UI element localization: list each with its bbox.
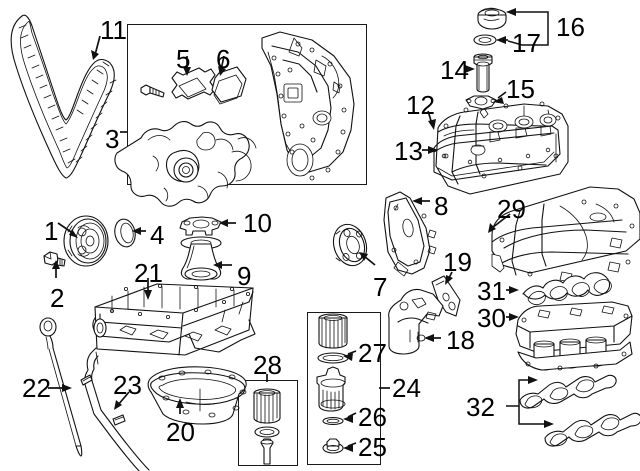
intake-manifold-gasket-art [522, 272, 612, 306]
oil-level-dipstick-art [39, 317, 83, 457]
lead-16-bracket2 [507, 29, 549, 46]
callout-4[interactable]: 4 [150, 220, 165, 250]
callout-31[interactable]: 31 [477, 276, 506, 306]
crankshaft-pulley-bolt-art [43, 251, 66, 267]
lead-26 [347, 412, 357, 418]
lead-16-bracket [512, 11, 549, 29]
callout-30[interactable]: 30 [477, 303, 506, 333]
callout-22[interactable]: 22 [22, 373, 51, 403]
callout-10[interactable]: 10 [243, 208, 272, 238]
valve-cover-art [433, 101, 569, 195]
callout-21[interactable]: 21 [134, 258, 163, 288]
callout-12[interactable]: 12 [406, 90, 435, 120]
callout-32[interactable]: 32 [466, 392, 495, 422]
upper-oil-pan-art [92, 283, 256, 356]
intake-manifold-upper-art [491, 186, 640, 287]
timing-chain-cover-plate-art [383, 191, 437, 277]
callout-28[interactable]: 28 [253, 350, 282, 380]
oil-filler-tube-gasket-art [465, 95, 497, 110]
lead-11 [94, 35, 101, 56]
oil-filter-assembly-art [316, 313, 349, 454]
callout-16[interactable]: 16 [556, 12, 585, 42]
water-pump-gasket-6-art [211, 66, 247, 105]
timing-cover-assembly-art [114, 31, 355, 207]
intake-manifold-lower-art [515, 301, 633, 371]
callout-7[interactable]: 7 [373, 272, 388, 302]
callout-3[interactable]: 3 [105, 124, 120, 154]
lead-23 [117, 391, 130, 406]
callout-5[interactable]: 5 [176, 44, 191, 74]
callout-20[interactable]: 20 [166, 417, 195, 447]
callout-14[interactable]: 14 [440, 55, 469, 85]
crankshaft-front-seal-art [114, 218, 136, 248]
callout-27[interactable]: 27 [358, 338, 387, 368]
callout-18[interactable]: 18 [446, 325, 475, 355]
callout-8[interactable]: 8 [434, 191, 449, 221]
callout-11[interactable]: 11 [100, 15, 127, 45]
callout-15[interactable]: 15 [506, 74, 535, 104]
intake-port-gaskets-pair-art [519, 374, 640, 447]
timing-chain-art [10, 14, 117, 179]
lead-32-a [506, 379, 533, 407]
callout-17[interactable]: 17 [512, 28, 541, 58]
lead-27 [347, 350, 357, 355]
oil-filler-cap-art [477, 7, 507, 30]
callout-23[interactable]: 23 [113, 370, 142, 400]
callout-19[interactable]: 19 [443, 247, 472, 277]
callout-29[interactable]: 29 [497, 194, 526, 224]
lead-32-b [518, 406, 548, 425]
oil-pump-pickup-gasket-art [179, 216, 222, 236]
lower-oil-pan-art [147, 366, 247, 425]
callout-13[interactable]: 13 [394, 136, 423, 166]
callout-6[interactable]: 6 [216, 44, 231, 74]
callout-25[interactable]: 25 [358, 432, 387, 462]
oil-pump-pickup-neck-art [180, 236, 222, 281]
oil-cooler-housing-art [388, 288, 444, 355]
oil-filler-cap-o-ring-art [473, 34, 497, 46]
oil-filter-kit-frame [238, 380, 298, 466]
callout-1[interactable]: 1 [44, 216, 59, 246]
callout-26[interactable]: 26 [358, 402, 387, 432]
callout-9[interactable]: 9 [237, 261, 252, 291]
oil-filter-service-kit-art [253, 388, 281, 465]
timing-cover-bolt-art [140, 84, 165, 98]
camshaft-timing-gear-art [332, 223, 368, 267]
crankshaft-pulley-art [63, 215, 109, 267]
oil-filler-tube-art [473, 53, 493, 93]
timing-cover-frame [127, 24, 367, 185]
lead-29 [491, 213, 511, 229]
callout-2[interactable]: 2 [50, 283, 65, 313]
dipstick-guide-tube-art [80, 347, 150, 471]
lead-15 [497, 91, 507, 99]
callout-24[interactable]: 24 [392, 373, 421, 403]
